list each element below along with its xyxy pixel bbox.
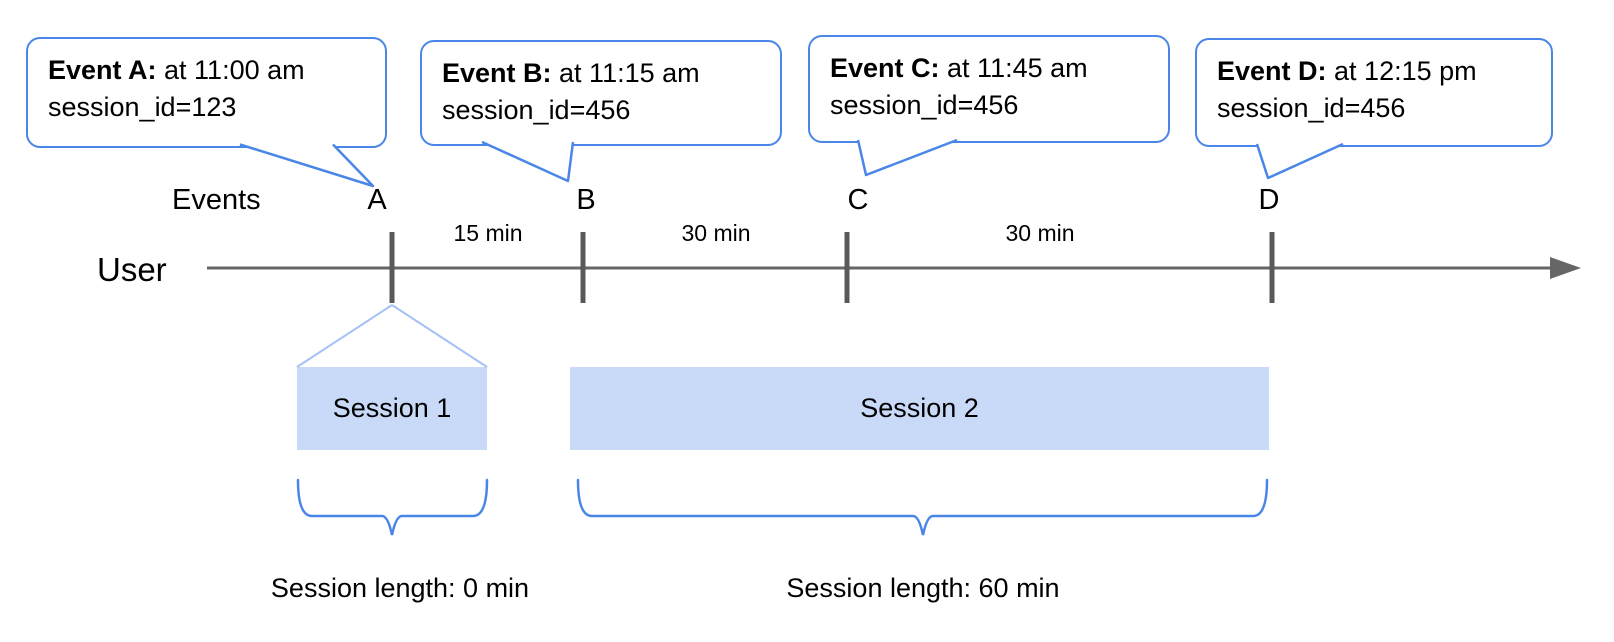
callout-event-c-line1: Event C: at 11:45 am bbox=[830, 50, 1148, 87]
callout-event-b-time: at 11:15 am bbox=[551, 58, 700, 88]
callout-event-d: Event D: at 12:15 pm session_id=456 bbox=[1195, 38, 1553, 147]
event-marker-c: C bbox=[847, 184, 869, 216]
timeline-arrowhead-icon bbox=[1550, 257, 1581, 279]
callout-event-d-time: at 12:15 pm bbox=[1326, 56, 1477, 86]
callout-event-a: Event A: at 11:00 am session_id=123 bbox=[26, 37, 387, 148]
callout-a-tail-icon bbox=[239, 143, 375, 188]
callout-event-a-time: at 11:00 am bbox=[156, 55, 305, 85]
callout-event-a-title: Event A: bbox=[48, 55, 157, 85]
interval-label-b-c: 30 min bbox=[681, 220, 751, 246]
callout-b-tail-icon bbox=[481, 140, 575, 183]
callout-event-b-title: Event B: bbox=[442, 58, 552, 88]
session-2-brace-icon bbox=[576, 478, 1269, 536]
events-axis-label: Events bbox=[172, 184, 261, 216]
callout-event-d-line1: Event D: at 12:15 pm bbox=[1217, 53, 1531, 90]
session-1-bar: Session 1 bbox=[297, 367, 487, 450]
session-1-length-label: Session length: 0 min bbox=[270, 573, 530, 603]
callout-event-c-time: at 11:45 am bbox=[939, 53, 1088, 83]
callout-event-a-line1: Event A: at 11:00 am bbox=[48, 52, 365, 89]
session-1-bar-label: Session 1 bbox=[332, 393, 452, 423]
session-2-length-label: Session length: 60 min bbox=[786, 573, 1060, 603]
callout-event-c-detail: session_id=456 bbox=[830, 90, 1019, 120]
callout-event-b: Event B: at 11:15 am session_id=456 bbox=[420, 40, 782, 146]
event-marker-a: A bbox=[367, 184, 387, 216]
callout-d-tail-icon bbox=[1255, 142, 1344, 180]
callout-event-d-detail: session_id=456 bbox=[1217, 93, 1406, 123]
interval-label-c-d: 30 min bbox=[1005, 220, 1075, 246]
user-label: User bbox=[97, 251, 167, 288]
session-2-bar: Session 2 bbox=[570, 367, 1269, 450]
session-2-bar-label: Session 2 bbox=[860, 393, 979, 423]
callout-event-b-detail: session_id=456 bbox=[442, 95, 631, 125]
callout-c-tail-icon bbox=[856, 138, 958, 177]
callout-event-d-title: Event D: bbox=[1217, 56, 1327, 86]
session-1-connector-right bbox=[391, 304, 488, 368]
interval-label-a-b: 15 min bbox=[453, 220, 523, 246]
callout-event-b-line1: Event B: at 11:15 am bbox=[442, 55, 760, 92]
callout-event-c-title: Event C: bbox=[830, 53, 940, 83]
callout-event-a-detail: session_id=123 bbox=[48, 92, 237, 122]
session-1-connector-left bbox=[296, 304, 393, 368]
session-1-brace-icon bbox=[296, 478, 489, 536]
event-marker-b: B bbox=[576, 184, 596, 216]
event-marker-d: D bbox=[1258, 184, 1280, 216]
callout-event-c: Event C: at 11:45 am session_id=456 bbox=[808, 35, 1170, 143]
